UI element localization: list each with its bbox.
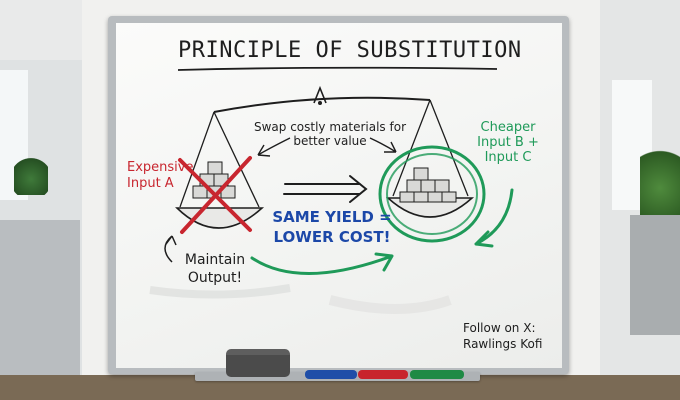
scale-beam — [213, 96, 431, 113]
red-cross — [178, 156, 252, 234]
same-yield-label: SAME YIELD = LOWER COST! — [272, 208, 392, 246]
right-pan-bowl — [385, 197, 475, 218]
substitution-arrow — [283, 175, 368, 203]
maintain-output-label: Maintain Output! — [184, 252, 246, 286]
expensive-input-label: Expensive Input A — [127, 160, 194, 191]
green-circle-inner — [386, 153, 478, 235]
substitution-note: Swap costly materials for better value — [253, 120, 406, 148]
right-cabinet — [630, 215, 680, 335]
title-underline — [177, 66, 498, 71]
whiteboard-surface — [116, 23, 562, 368]
follow-credit: Follow on X: Rawlings Kofi — [463, 321, 543, 351]
left-plant — [14, 155, 48, 195]
note-arrow-left — [257, 137, 291, 157]
note-arrow-right — [369, 137, 397, 153]
cheaper-input-label: Cheaper Input B + Input C — [477, 120, 539, 165]
right-blocks — [399, 167, 457, 203]
red-marker — [358, 370, 408, 379]
board-title: PRINCIPLE OF SUBSTITUTION — [178, 38, 522, 63]
eraser — [226, 349, 290, 377]
green-arrow-bottom — [250, 252, 394, 275]
right-plant — [640, 140, 680, 220]
left-cubicle — [0, 220, 80, 390]
maintain-arrow — [164, 235, 177, 263]
green-arrow-down — [474, 188, 514, 248]
scale-fulcrum — [313, 85, 327, 104]
green-marker — [410, 370, 464, 379]
blue-marker — [305, 370, 357, 379]
left-pan-strings — [179, 111, 260, 208]
green-circle-outer — [378, 145, 486, 243]
